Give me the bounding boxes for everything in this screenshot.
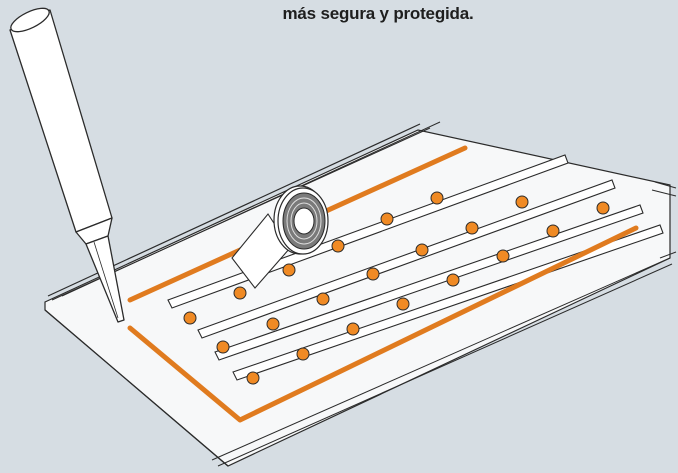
adhesive-dot — [430, 191, 444, 205]
sealant-gun — [9, 7, 125, 323]
adhesive-dot — [366, 267, 380, 281]
adhesive-dot — [296, 347, 310, 361]
sealant-bead-bottom — [127, 225, 639, 423]
adhesive-dot — [515, 195, 529, 209]
adhesive-dot — [546, 224, 560, 238]
nozzle — [85, 235, 125, 323]
adhesive-dots — [183, 191, 610, 385]
adhesive-dot — [380, 212, 394, 226]
adhesive-dot — [331, 239, 345, 253]
adhesive-dot — [282, 263, 296, 277]
tape-strip — [232, 224, 664, 381]
metal-panel — [44, 121, 677, 467]
adhesive-dot — [396, 297, 410, 311]
adhesive-dot — [465, 221, 479, 235]
adhesive-dot — [346, 322, 360, 336]
adhesive-dot — [596, 201, 610, 215]
adhesive-dot — [446, 273, 460, 287]
adhesive-dot — [266, 317, 280, 331]
cartridge-body — [9, 9, 113, 233]
adhesive-dot — [246, 371, 260, 385]
tape-roll — [231, 185, 329, 289]
caption-text: más segura y protegida. — [282, 4, 474, 23]
adhesive-dot — [496, 249, 510, 263]
adhesive-dot — [183, 311, 197, 325]
adhesive-dot — [216, 340, 230, 354]
adhesive-dot — [233, 286, 247, 300]
cartridge-cap — [10, 7, 50, 33]
adhesive-dot — [415, 243, 429, 257]
adhesive-dot — [316, 292, 330, 306]
